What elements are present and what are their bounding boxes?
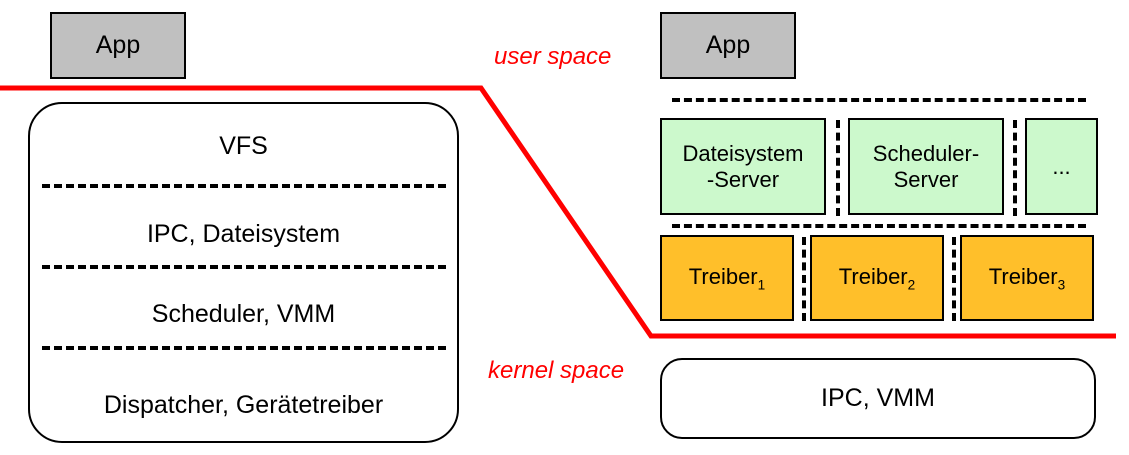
monolithic-layer-dispatcher-geraetetreiber: Dispatcher, Gerätetreiber bbox=[103, 390, 384, 419]
microkernel-divider-middle bbox=[672, 224, 1086, 228]
microkernel-driver-separator-2 bbox=[952, 237, 956, 321]
microkernel-app-box: App bbox=[660, 12, 796, 79]
kernel-space-label: kernel space bbox=[488, 357, 625, 384]
driver-box-3-subscript: 3 bbox=[1057, 277, 1066, 293]
microkernel-driver-separator-1 bbox=[802, 237, 806, 321]
monolithic-app-box: App bbox=[50, 12, 186, 79]
driver-box-1-subscript: 1 bbox=[757, 277, 766, 293]
driver-box-2: Treiber2 bbox=[810, 235, 944, 321]
user-space-label: user space bbox=[494, 43, 612, 70]
driver-box-1-label: Treiber1 bbox=[688, 263, 766, 293]
server-box-dateisystem: Dateisystem -Server bbox=[660, 118, 826, 215]
monolithic-layer-scheduler-vmm: Scheduler, VMM bbox=[151, 299, 336, 328]
monolithic-divider-2 bbox=[42, 265, 446, 269]
driver-box-3-label: Treiber3 bbox=[988, 263, 1066, 293]
driver-box-2-label: Treiber2 bbox=[838, 263, 916, 293]
microkernel-divider-top bbox=[672, 98, 1086, 102]
driver-box-1: Treiber1 bbox=[660, 235, 794, 321]
microkernel-core-box: IPC, VMM bbox=[660, 358, 1096, 439]
microkernel-server-separator-1 bbox=[836, 120, 840, 216]
monolithic-layer-ipc-dateisystem: IPC, Dateisystem bbox=[146, 219, 341, 248]
server-box-more: ... bbox=[1025, 118, 1098, 215]
monolithic-divider-3 bbox=[42, 346, 446, 350]
server-box-scheduler: Scheduler- Server bbox=[848, 118, 1004, 215]
driver-box-3: Treiber3 bbox=[960, 235, 1094, 321]
monolithic-divider-1 bbox=[42, 184, 446, 188]
monolithic-layer-vfs: VFS bbox=[219, 131, 268, 160]
driver-box-2-subscript: 2 bbox=[907, 277, 916, 293]
microkernel-server-separator-2 bbox=[1013, 120, 1017, 216]
